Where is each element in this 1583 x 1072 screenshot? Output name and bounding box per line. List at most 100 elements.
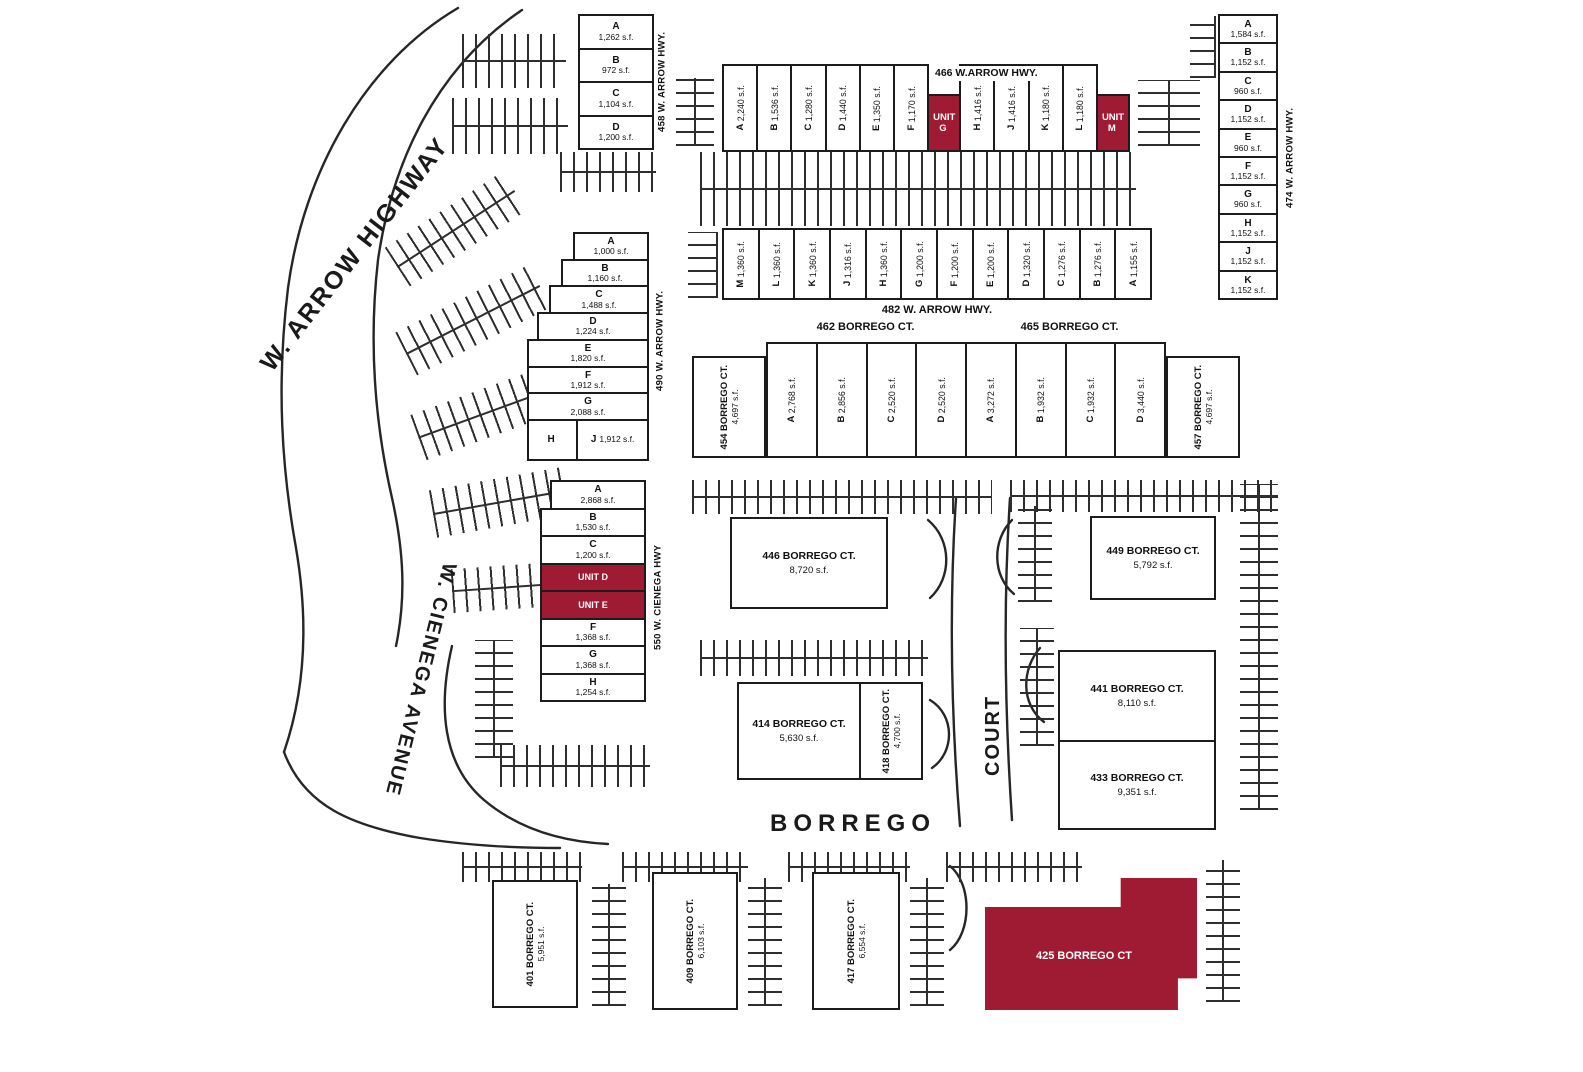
- unit-490[interactable]: J 1,912 s.f.: [576, 419, 649, 461]
- parking-stripes: [1018, 506, 1052, 602]
- unit-458[interactable]: A 1,262 s.f.: [578, 14, 654, 50]
- building-466-address-label: 466 W.ARROW HWY.: [930, 66, 1043, 81]
- unit-482[interactable]: B 1,276 s.f.: [1078, 228, 1117, 300]
- unit-474[interactable]: A 1,584 s.f.: [1218, 14, 1278, 45]
- unit-474[interactable]: K 1,152 s.f.: [1218, 269, 1278, 301]
- building-418[interactable]: 418 BORREGO CT. 4,700 s.f.: [859, 682, 923, 780]
- building-550-address-label: 550 W. CIENEGA HWY: [652, 544, 664, 651]
- unit-482[interactable]: D 1,320 s.f.: [1007, 228, 1046, 300]
- unit-490[interactable]: D 1,224 s.f.: [537, 312, 649, 341]
- unit-462[interactable]: D 2,520 s.f.: [915, 342, 967, 458]
- building-417-label: 417 BORREGO CT.: [845, 898, 857, 984]
- building-462-units: A 2,768 s.f. B 2,856 s.f. C 2,520 s.f. D…: [766, 342, 967, 458]
- parking-stripes: [462, 34, 566, 88]
- unit-474[interactable]: E 960 s.f.: [1218, 127, 1278, 159]
- parking-stripes: [910, 878, 944, 1006]
- building-474-units: A 1,584 s.f. B 1,152 s.f. C 960 s.f. D 1…: [1218, 14, 1278, 301]
- unit-466[interactable]: F 1,170 s.f.: [893, 64, 930, 152]
- unit-462[interactable]: A 2,768 s.f.: [766, 342, 818, 458]
- unit-474[interactable]: B 1,152 s.f.: [1218, 42, 1278, 73]
- unit-474[interactable]: H 1,152 s.f.: [1218, 212, 1278, 244]
- unit-465[interactable]: B 1,932 s.f.: [1014, 342, 1067, 458]
- building-401[interactable]: 401 BORREGO CT. 5,951 s.f.: [492, 880, 578, 1008]
- building-465-address-label: 465 BORREGO CT.: [972, 321, 1167, 335]
- unit-482[interactable]: C 1,276 s.f.: [1043, 228, 1081, 300]
- unit-466[interactable]: UNIT M: [1096, 93, 1131, 152]
- unit-482[interactable]: E 1,200 s.f.: [971, 228, 1010, 300]
- building-490-units: A 1,000 s.f. B 1,160 s.f. C 1,488 s.f. D…: [527, 232, 649, 422]
- unit-550[interactable]: UNIT D: [540, 562, 646, 592]
- parking-stripes: [1138, 80, 1200, 146]
- unit-458[interactable]: D 1,200 s.f.: [578, 114, 654, 150]
- unit-550[interactable]: A 2,868 s.f.: [550, 480, 646, 510]
- unit-458[interactable]: C 1,104 s.f.: [578, 81, 654, 117]
- building-454-label: 454 BORREGO CT.: [718, 364, 730, 450]
- unit-462[interactable]: C 2,520 s.f.: [865, 342, 918, 458]
- unit-482[interactable]: J 1,316 s.f.: [829, 228, 867, 300]
- building-418-size: 4,700 s.f.: [891, 713, 902, 749]
- building-454[interactable]: 454 BORREGO CT. 4,697 s.f.: [692, 356, 766, 458]
- parking-stripes: [1010, 480, 1278, 512]
- building-462-address-label: 462 BORREGO CT.: [768, 321, 963, 335]
- unit-490[interactable]: G 2,088 s.f.: [527, 392, 649, 422]
- unit-482[interactable]: K 1,360 s.f.: [793, 228, 832, 300]
- building-458-address-label: 458 W. ARROW HWY.: [656, 31, 668, 133]
- building-457[interactable]: 457 BORREGO CT. 4,697 s.f.: [1166, 356, 1240, 458]
- unit-550[interactable]: B 1,530 s.f.: [540, 507, 646, 537]
- unit-490[interactable]: E 1,820 s.f.: [527, 338, 649, 368]
- unit-550[interactable]: UNIT E: [540, 590, 646, 620]
- unit-458[interactable]: B 972 s.f.: [578, 47, 654, 83]
- parking-stripes: [1240, 484, 1278, 810]
- building-441[interactable]: 441 BORREGO CT. 8,110 s.f.: [1058, 650, 1216, 742]
- unit-466[interactable]: UNIT G: [927, 93, 962, 152]
- unit-474[interactable]: F 1,152 s.f.: [1218, 156, 1278, 187]
- unit-482[interactable]: L 1,360 s.f.: [757, 228, 796, 300]
- unit-466[interactable]: B 1,536 s.f.: [756, 64, 793, 152]
- unit-466[interactable]: C 1,280 s.f.: [790, 64, 827, 152]
- unit-474[interactable]: G 960 s.f.: [1218, 184, 1278, 215]
- building-409[interactable]: 409 BORREGO CT. 6,103 s.f.: [652, 872, 738, 1010]
- unit-490[interactable]: A 1,000 s.f.: [573, 232, 649, 261]
- parking-stripes: [462, 852, 582, 882]
- unit-474[interactable]: C 960 s.f.: [1218, 70, 1278, 102]
- unit-465[interactable]: C 1,932 s.f.: [1064, 342, 1117, 458]
- unit-466[interactable]: L 1,180 s.f.: [1061, 64, 1099, 152]
- unit-465[interactable]: D 3,440 s.f.: [1114, 342, 1166, 458]
- parking-stripes: [1206, 860, 1240, 1002]
- unit-550[interactable]: F 1,368 s.f.: [540, 617, 646, 647]
- building-414[interactable]: 414 BORREGO CT. 5,630 s.f.: [737, 682, 861, 780]
- unit-550[interactable]: H 1,254 s.f.: [540, 672, 646, 702]
- unit-550[interactable]: G 1,368 s.f.: [540, 645, 646, 675]
- building-441-label: 441 BORREGO CT.: [1090, 682, 1184, 695]
- building-433[interactable]: 433 BORREGO CT. 9,351 s.f.: [1058, 740, 1216, 830]
- unit-482[interactable]: M 1,360 s.f.: [722, 228, 760, 300]
- parking-stripes: [475, 640, 513, 758]
- unit-490[interactable]: C 1,488 s.f.: [549, 285, 649, 315]
- parking-stripes: [946, 852, 1082, 882]
- street-label-borrego: BORREGO: [770, 810, 937, 837]
- parking-stripes: [500, 745, 650, 787]
- unit-482[interactable]: A 1,155 s.f.: [1114, 228, 1153, 300]
- building-458-units: A 1,262 s.f. B 972 s.f. C 1,104 s.f. D 1…: [578, 14, 654, 150]
- unit-466[interactable]: E 1,350 s.f.: [858, 64, 896, 152]
- unit-490[interactable]: B 1,160 s.f.: [561, 258, 649, 288]
- unit-490[interactable]: F 1,912 s.f.: [527, 365, 649, 395]
- building-446[interactable]: 446 BORREGO CT. 8,720 s.f.: [730, 517, 888, 609]
- unit-482[interactable]: H 1,360 s.f.: [864, 228, 903, 300]
- unit-462[interactable]: B 2,856 s.f.: [815, 342, 868, 458]
- parking-stripes: [688, 232, 718, 298]
- unit-474[interactable]: D 1,152 s.f.: [1218, 99, 1278, 130]
- unit-482[interactable]: G 1,200 s.f.: [900, 228, 939, 300]
- unit-465[interactable]: A 3,272 s.f.: [965, 342, 1017, 458]
- building-449[interactable]: 449 BORREGO CT. 5,792 s.f.: [1090, 516, 1216, 600]
- unit-490[interactable]: H: [527, 419, 579, 461]
- unit-474[interactable]: J 1,152 s.f.: [1218, 241, 1278, 272]
- unit-466[interactable]: D 1,440 s.f.: [824, 64, 861, 152]
- building-446-label: 446 BORREGO CT.: [762, 549, 856, 562]
- unit-466[interactable]: A 2,240 s.f.: [722, 64, 759, 152]
- unit-482[interactable]: F 1,200 s.f.: [936, 228, 974, 300]
- building-417[interactable]: 417 BORREGO CT. 6,554 s.f.: [812, 872, 900, 1010]
- unit-550[interactable]: C 1,200 s.f.: [540, 535, 646, 565]
- building-433-label: 433 BORREGO CT.: [1090, 771, 1184, 784]
